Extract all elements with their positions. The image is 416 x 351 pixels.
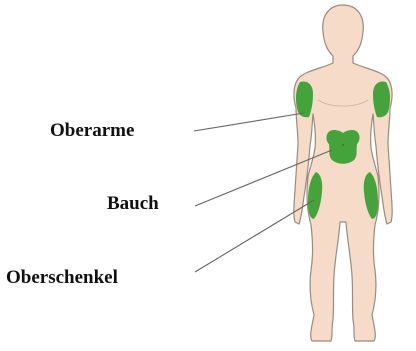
label-abdomen: Bauch — [107, 194, 159, 213]
navel-dot — [342, 144, 344, 146]
leader-line-oberarme — [194, 113, 304, 131]
label-thighs: Oberschenkel — [6, 268, 118, 287]
leader-line-oberschenkel — [195, 200, 314, 272]
human-body-figure — [294, 5, 392, 341]
label-upper-arms: Oberarme — [50, 121, 134, 140]
zone-left-upper-arm — [296, 82, 313, 118]
body-silhouette — [294, 5, 392, 341]
zone-right-upper-arm — [373, 82, 390, 118]
zone-abdomen — [326, 130, 359, 164]
